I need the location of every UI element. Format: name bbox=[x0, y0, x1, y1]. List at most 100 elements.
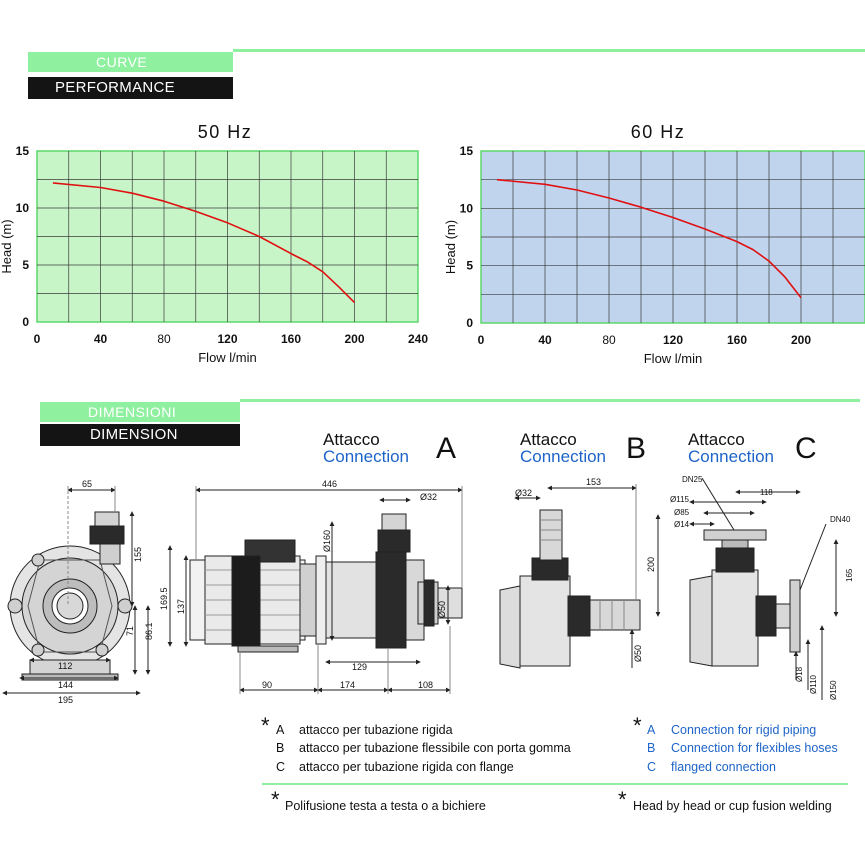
connection-b-subtitle: Connection bbox=[520, 447, 607, 466]
connection-a-subtitle: Connection bbox=[323, 447, 410, 466]
x-tick-label: 120 bbox=[663, 333, 683, 347]
legend-it-star: * bbox=[261, 713, 270, 738]
y-tick-label: 0 bbox=[466, 316, 473, 330]
footnote-en-star: * bbox=[618, 787, 627, 812]
dim-c-d18: Ø18 bbox=[795, 666, 804, 682]
dim-b-153: 153 bbox=[586, 477, 601, 487]
dim-b-d50: Ø50 bbox=[633, 645, 643, 662]
dim-side-174: 174 bbox=[340, 680, 355, 690]
performance-header: PERFORMANCE bbox=[28, 77, 233, 99]
legend-en-a-text: Connection for rigid piping bbox=[671, 723, 817, 737]
dim-c-118: 118 bbox=[760, 488, 773, 497]
dim-side-d50: Ø50 bbox=[437, 601, 447, 618]
dim-c-d110: Ø110 bbox=[809, 674, 818, 694]
connection-a-title: Attacco bbox=[323, 430, 380, 449]
legend-it-b-text: attacco per tubazione flessibile con por… bbox=[299, 741, 571, 755]
dim-side-90: 90 bbox=[262, 680, 272, 690]
x-tick-label: 200 bbox=[791, 333, 811, 347]
x-tick-label: 80 bbox=[157, 332, 171, 346]
legend-en-star: * bbox=[633, 713, 642, 738]
dim-c-d150: Ø150 bbox=[829, 680, 838, 700]
legend-en-a-letter: A bbox=[647, 723, 656, 737]
dim-front-195: 195 bbox=[58, 695, 73, 705]
pump-technical-drawings: 65 155 71 86.1 112 144 195 446 Ø32 Ø160 … bbox=[2, 475, 854, 705]
x-tick-label: 80 bbox=[602, 333, 616, 347]
connection-c-drawing bbox=[689, 477, 839, 700]
dimension-header-line bbox=[240, 399, 860, 402]
legend-en-c-text: flanged connection bbox=[671, 760, 776, 774]
legend-it-b-letter: B bbox=[276, 741, 285, 755]
footnote-divider bbox=[262, 783, 848, 785]
dimensioni-header: DIMENSIONI bbox=[40, 402, 240, 422]
legend-it-a-letter: A bbox=[276, 723, 285, 737]
connection-c-title: Attacco bbox=[688, 430, 745, 449]
legend-en-c-letter: C bbox=[647, 760, 657, 774]
legend-it-a-text: attacco per tubazione rigida bbox=[299, 723, 453, 737]
x-tick-label: 200 bbox=[344, 332, 364, 346]
curve-header: CURVE bbox=[28, 52, 233, 72]
x-tick-label: 0 bbox=[34, 332, 41, 346]
y-axis-label: Head (m) bbox=[443, 220, 458, 274]
dim-c-165: 165 bbox=[845, 568, 854, 582]
connection-b-drawing bbox=[499, 484, 661, 669]
x-tick-label: 120 bbox=[217, 332, 237, 346]
y-tick-label: 5 bbox=[22, 258, 29, 272]
y-tick-label: 10 bbox=[460, 201, 474, 215]
connection-a-letter: A bbox=[436, 432, 457, 465]
pump-front-view bbox=[2, 486, 151, 696]
x-tick-label: 160 bbox=[727, 333, 747, 347]
dim-side-446: 446 bbox=[322, 479, 337, 489]
dim-side-129: 129 bbox=[352, 662, 367, 672]
dim-front-155: 155 bbox=[133, 547, 143, 562]
footnote-it-text: Polifusione testa a testa o a bichiere bbox=[285, 799, 486, 813]
dim-front-144: 144 bbox=[58, 680, 73, 690]
dim-front-71: 71 bbox=[125, 626, 135, 636]
y-tick-label: 10 bbox=[16, 201, 30, 215]
dim-front-86: 86.1 bbox=[144, 622, 154, 640]
curve-header-line bbox=[233, 49, 865, 52]
dim-front-112: 112 bbox=[58, 661, 72, 671]
x-axis-label: Flow l/min bbox=[644, 351, 703, 366]
chart-title: 50 Hz bbox=[198, 122, 253, 142]
y-tick-label: 15 bbox=[16, 144, 30, 158]
dim-c-d14: Ø14 bbox=[674, 520, 690, 529]
footnote-en-text: Head by head or cup fusion welding bbox=[633, 799, 832, 813]
connection-c-subtitle: Connection bbox=[688, 447, 775, 466]
y-tick-label: 5 bbox=[466, 259, 473, 273]
performance-curve bbox=[52, 182, 356, 304]
legend-it-c-text: attacco per tubazione rigida con flange bbox=[299, 760, 514, 774]
dim-side-169: 169.5 bbox=[159, 587, 169, 610]
dim-front-65: 65 bbox=[82, 479, 92, 489]
y-axis-label: Head (m) bbox=[0, 219, 14, 273]
dimension-header: DIMENSION bbox=[40, 424, 240, 446]
x-tick-label: 40 bbox=[538, 333, 552, 347]
dim-c-dn40: DN40 bbox=[830, 515, 851, 524]
x-tick-label: 0 bbox=[478, 333, 485, 347]
x-axis-label: Flow l/min bbox=[198, 350, 257, 365]
performance-curve bbox=[496, 178, 802, 299]
pump-side-view bbox=[167, 486, 463, 694]
x-tick-label: 240 bbox=[408, 332, 428, 346]
legend-en-b-text: Connection for flexibles hoses bbox=[671, 741, 838, 755]
chart-title: 60 Hz bbox=[631, 122, 686, 142]
dim-c-dn25: DN25 bbox=[682, 475, 703, 484]
dim-side-d32: Ø32 bbox=[420, 492, 437, 502]
footnote-it-star: * bbox=[271, 787, 280, 812]
y-tick-label: 15 bbox=[460, 144, 474, 158]
dim-c-d115: Ø115 bbox=[670, 495, 690, 504]
dim-c-d85: Ø85 bbox=[674, 508, 690, 517]
dim-side-108: 108 bbox=[418, 680, 433, 690]
dim-side-d160: Ø160 bbox=[322, 530, 332, 552]
x-tick-label: 40 bbox=[94, 332, 108, 346]
dim-b-200: 200 bbox=[646, 557, 656, 572]
y-tick-label: 0 bbox=[22, 315, 29, 329]
x-tick-label: 160 bbox=[281, 332, 301, 346]
legend-it-c-letter: C bbox=[276, 760, 286, 774]
legend-en-b-letter: B bbox=[647, 741, 656, 755]
connection-c-letter: C bbox=[795, 432, 817, 465]
connection-b-title: Attacco bbox=[520, 430, 577, 449]
dim-b-d32: Ø32 bbox=[515, 488, 532, 498]
connection-b-letter: B bbox=[626, 432, 647, 465]
